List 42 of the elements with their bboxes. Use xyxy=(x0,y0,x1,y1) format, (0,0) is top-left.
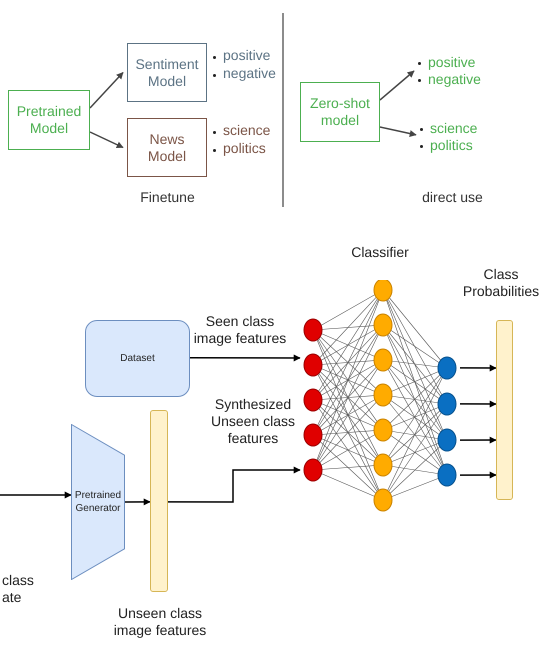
edge-label: Seen class image features xyxy=(192,313,288,347)
arrow xyxy=(460,472,497,478)
heading-label: Class Probabilities xyxy=(462,266,539,300)
box-label: Pretrained Model xyxy=(16,103,82,137)
heading-label: Unseen class image features xyxy=(112,605,208,639)
class-label: positive xyxy=(223,47,270,63)
box-label: Pretrained Generator xyxy=(74,489,122,515)
model-box xyxy=(300,82,380,142)
class-label: science xyxy=(223,122,270,138)
feature-bar xyxy=(150,410,168,592)
heading-label: Classifier xyxy=(350,244,410,261)
edge-label: Synthesized Unseen class features xyxy=(210,396,296,446)
box-label: Sentiment Model xyxy=(135,56,199,90)
model-box xyxy=(127,118,207,177)
box-label: Dataset xyxy=(120,352,155,364)
generator-trapezoid xyxy=(71,424,125,580)
class-label: negative xyxy=(428,71,481,88)
arrow xyxy=(460,400,497,408)
class-label: politics xyxy=(430,137,473,154)
arrow xyxy=(125,498,151,506)
class-label: negative xyxy=(223,64,276,80)
feature-bar xyxy=(496,320,513,500)
model-box xyxy=(127,43,207,102)
arrow xyxy=(89,72,124,109)
arrow xyxy=(190,354,301,362)
arrow xyxy=(168,466,301,503)
arrow xyxy=(380,126,417,137)
arrow xyxy=(380,70,415,101)
dataset-box xyxy=(85,320,190,397)
arrow xyxy=(90,131,124,148)
caption-label: Finetune xyxy=(139,189,196,206)
class-label: politics xyxy=(223,140,266,156)
caption-label: direct use xyxy=(421,189,484,206)
caption-label: class ate xyxy=(2,572,35,606)
arrow xyxy=(460,436,497,444)
box-label: News Model xyxy=(146,130,188,164)
class-label: positive xyxy=(428,54,476,71)
box-label: Zero-shot model xyxy=(309,95,371,129)
arrow xyxy=(0,491,72,498)
model-box xyxy=(8,90,90,150)
arrow xyxy=(460,364,497,372)
class-label: science xyxy=(430,120,478,137)
